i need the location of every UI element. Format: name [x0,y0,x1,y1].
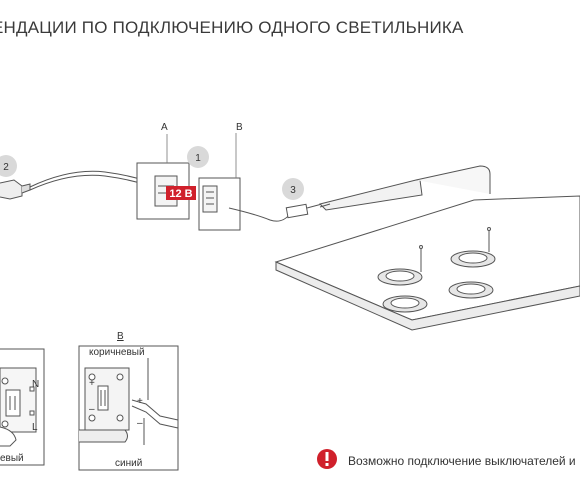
warning-icon [317,449,337,469]
svg-text:3: 3 [290,185,296,196]
terminal-plus-sign: + [89,378,95,389]
callout-1: 1 [187,146,209,168]
svg-text:2: 2 [3,162,9,173]
voltage-badge: 12 В [166,186,196,200]
wire-brown-label: коричневый [89,347,145,358]
detail-left [0,348,45,466]
wire-color-label-left: евый [0,453,24,464]
connector-3 [285,203,309,219]
wire-blue-label: синий [115,458,142,469]
terminal-minus-sign: – [89,404,95,415]
note-text: Возможно подключение выключателей и [348,454,576,468]
power-plug [0,170,159,200]
terminal-l-label: L [32,422,38,433]
transformer-box-b [198,177,241,231]
svg-text:12 В: 12 В [169,188,192,200]
callout-3: 3 [282,178,304,200]
detail-b [78,345,179,471]
plus-sign: + [137,396,143,407]
minus-sign: – [137,418,143,429]
callout-2: 2 [0,155,17,177]
luminaire-panel [274,165,580,331]
terminal-n-label: N [32,379,39,390]
label-a: A [161,122,168,133]
svg-text:1: 1 [195,153,201,164]
label-b: B [236,122,243,133]
detail-b-title: B [117,331,124,342]
page-title: ЕНДАЦИИ ПО ПОДКЛЮЧЕНИЮ ОДНОГО СВЕТИЛЬНИК… [0,18,464,37]
